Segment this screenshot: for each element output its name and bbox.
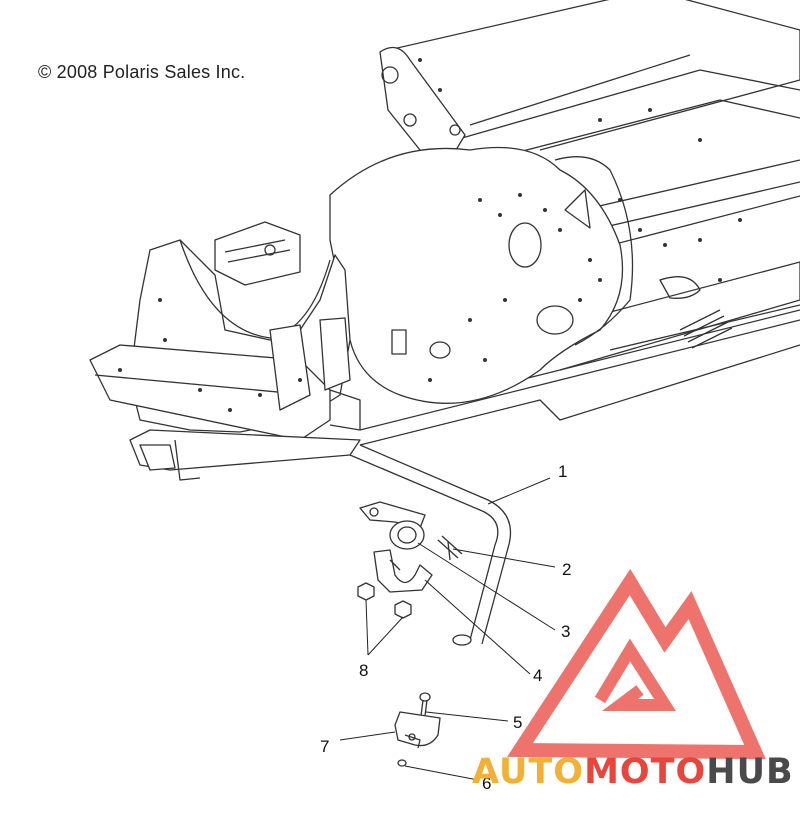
part-4-bracket — [373, 549, 433, 593]
callout-6: 6 — [482, 774, 492, 793]
part-7-end-clamp — [394, 711, 441, 749]
callout-3: 3 — [561, 622, 571, 641]
watermark-brand: AUTOMOTOHUB — [472, 752, 794, 792]
part-5-bolt — [419, 692, 431, 717]
watermark-part-hub: HUB — [706, 752, 794, 792]
front-crossmembers — [89, 317, 800, 481]
watermark-part-moto: MOTO — [584, 752, 707, 792]
rivet-holes — [118, 58, 742, 412]
callout-2: 2 — [562, 560, 572, 579]
callout-8: 8 — [359, 661, 369, 680]
callout-1: 1 — [558, 462, 568, 481]
part-8-nuts — [357, 582, 412, 619]
callout-7: 7 — [320, 737, 330, 756]
part-1-tube — [349, 444, 512, 646]
coil-spring — [679, 309, 733, 349]
part-3-clamp — [359, 501, 426, 550]
part-2-pin — [437, 535, 463, 561]
automotohub-logo-icon — [507, 568, 766, 760]
part-6-washer — [397, 759, 407, 767]
watermark-part-auto: AUTO — [472, 752, 585, 792]
right-side-panel — [329, 146, 701, 404]
callout-5: 5 — [513, 713, 523, 732]
leader-lines — [339, 477, 556, 781]
callout-4: 4 — [533, 666, 543, 685]
copyright-notice: © 2008 Polaris Sales Inc. — [38, 62, 246, 82]
tunnel-rails — [379, 0, 800, 381]
